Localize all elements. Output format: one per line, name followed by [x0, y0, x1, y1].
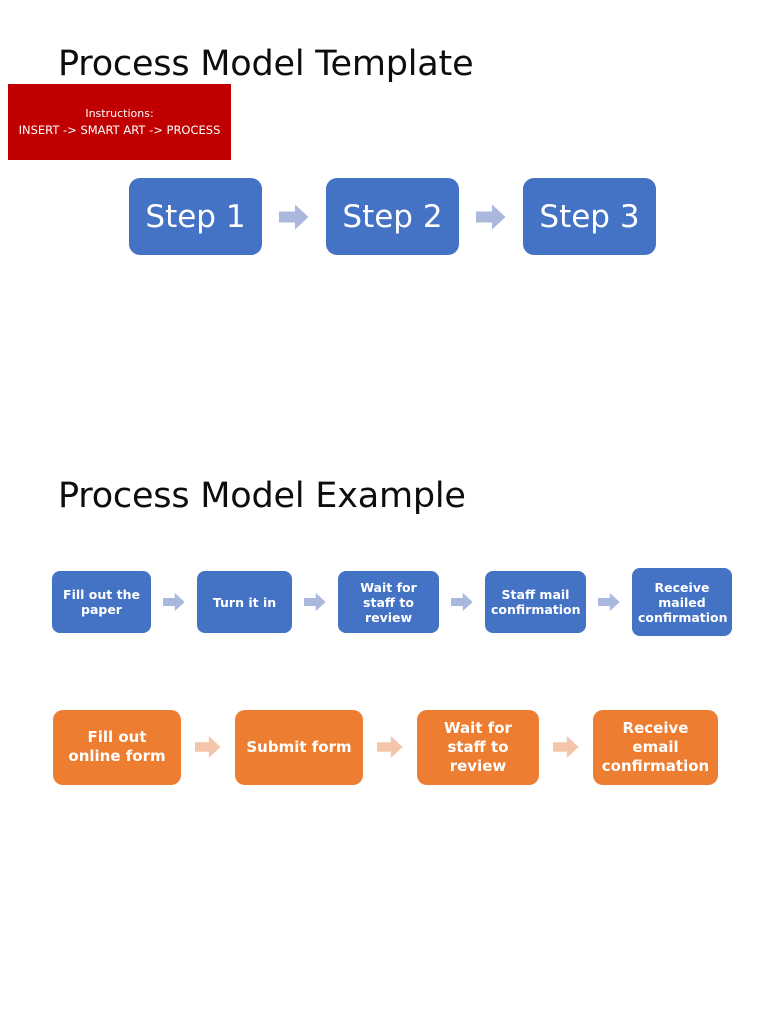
- instructions-callout: Instructions: INSERT -> SMART ART -> PRO…: [8, 84, 231, 160]
- template-process-flow: Step 1 Step 2 Step 3: [129, 178, 656, 255]
- right-block-arrow-icon: [377, 735, 403, 759]
- right-block-arrow-icon: [195, 735, 221, 759]
- process-node-step-1[interactable]: Step 1: [129, 178, 262, 255]
- online-node-label: Receive email confirmation: [601, 718, 710, 775]
- right-block-arrow-icon: [598, 592, 620, 612]
- online-node-label: Fill out online form: [68, 728, 166, 765]
- online-node-label: Submit form: [246, 737, 352, 756]
- online-node-label: Wait for staff to review: [444, 718, 512, 775]
- page-title-example: Process Model Example: [58, 476, 466, 516]
- process-node-step-3[interactable]: Step 3: [523, 178, 656, 255]
- paper-node-label: Fill out the paper: [63, 587, 140, 617]
- paper-node-label: Turn it in: [212, 594, 277, 610]
- paper-node-receive-mailed-confirmation[interactable]: Receive mailed confirmation: [632, 568, 732, 636]
- online-node-receive-email-confirmation[interactable]: Receive email confirmation: [593, 709, 718, 785]
- page-title-template: Process Model Template: [58, 44, 474, 84]
- online-node-submit-form[interactable]: Submit form: [235, 709, 363, 785]
- process-node-label: Step 2: [342, 198, 443, 235]
- paper-node-label: Receive mailed confirmation: [638, 579, 728, 625]
- instructions-line-1: Instructions:: [85, 107, 154, 120]
- paper-node-staff-mail-confirmation[interactable]: Staff mail confirmation: [485, 571, 586, 633]
- paper-node-turn-it-in[interactable]: Turn it in: [197, 571, 292, 633]
- right-block-arrow-icon: [163, 592, 185, 612]
- process-node-label: Step 1: [145, 198, 246, 235]
- right-block-arrow-icon: [553, 735, 579, 759]
- paper-node-label: Wait for staff to review: [360, 579, 417, 625]
- example-paper-process-flow: Fill out the paper Turn it in Wait for s…: [52, 566, 732, 638]
- online-node-fill-out-online-form[interactable]: Fill out online form: [53, 709, 181, 785]
- paper-node-wait-for-staff-to-review[interactable]: Wait for staff to review: [338, 571, 439, 633]
- process-node-step-2[interactable]: Step 2: [326, 178, 459, 255]
- paper-node-label: Staff mail confirmation: [491, 587, 581, 617]
- right-block-arrow-icon: [304, 592, 326, 612]
- online-node-wait-for-staff-to-review[interactable]: Wait for staff to review: [417, 709, 539, 785]
- paper-node-fill-out-the-paper[interactable]: Fill out the paper: [52, 571, 151, 633]
- right-block-arrow-icon: [279, 204, 309, 230]
- right-block-arrow-icon: [451, 592, 473, 612]
- right-block-arrow-icon: [476, 204, 506, 230]
- instructions-line-2: INSERT -> SMART ART -> PROCESS: [18, 123, 221, 137]
- process-node-label: Step 3: [539, 198, 640, 235]
- example-online-process-flow: Fill out online form Submit form Wait fo…: [53, 708, 718, 786]
